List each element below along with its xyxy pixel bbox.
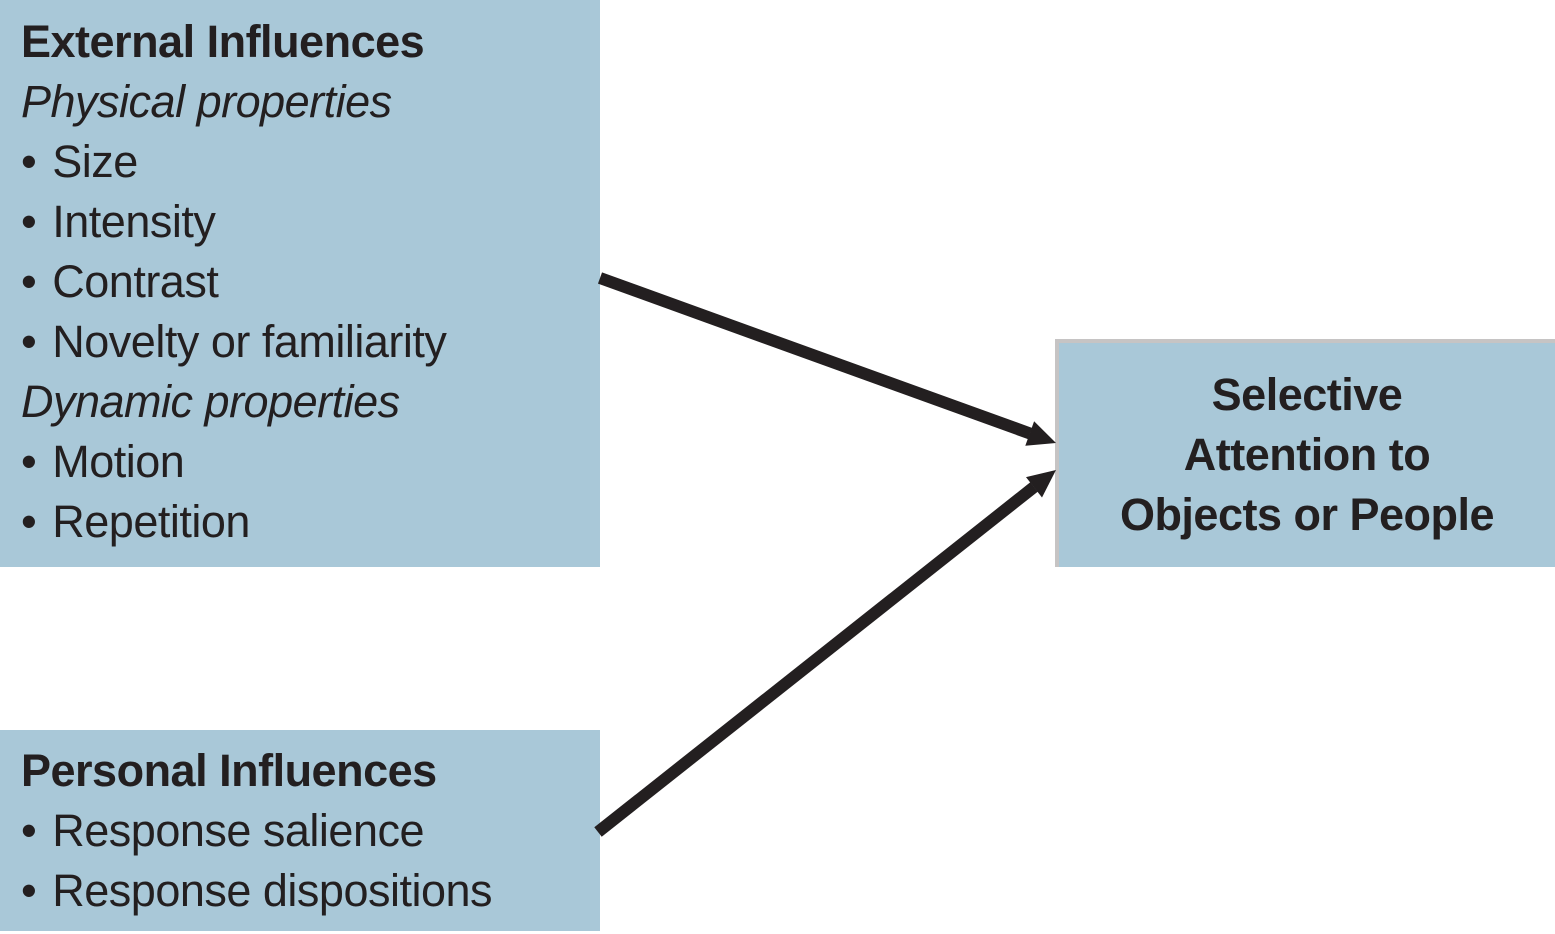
list-item-label: Size xyxy=(52,136,138,187)
selective-attention-line: Attention to xyxy=(1183,429,1431,480)
list-item-label: Intensity xyxy=(52,196,216,247)
dynamic-properties-subtitle: Dynamic properties xyxy=(21,376,400,427)
list-item: • Response dispositions xyxy=(21,861,586,921)
bullet-icon: • xyxy=(21,136,37,187)
personal-influences-title: Personal Influences xyxy=(21,745,437,796)
list-item-label: Response salience xyxy=(52,805,425,856)
personal-influences-box: Personal Influences • Response salience … xyxy=(0,730,600,931)
arrowhead-icon xyxy=(1025,421,1056,446)
external-influences-title: External Influences xyxy=(21,16,425,67)
list-item: • Contrast xyxy=(21,252,586,312)
selective-attention-line: Selective xyxy=(1211,369,1403,420)
list-item: • Intensity xyxy=(21,192,586,252)
list-item-label: Novelty or familiarity xyxy=(52,316,447,367)
bullet-icon: • xyxy=(21,436,37,487)
list-item-label: Repetition xyxy=(52,496,250,547)
selective-attention-box: Selective Attention to Objects or People xyxy=(1055,339,1555,567)
list-item: • Motion xyxy=(21,432,586,492)
bullet-icon: • xyxy=(21,196,37,247)
arrow-personal-to-selective xyxy=(594,470,1056,837)
selective-attention-line: Objects or People xyxy=(1119,489,1495,540)
list-item: • Size xyxy=(21,132,586,192)
list-item: • Novelty or familiarity xyxy=(21,312,586,372)
arrowhead-icon xyxy=(1026,470,1056,498)
list-item: • Response salience xyxy=(21,801,586,861)
bullet-icon: • xyxy=(21,316,37,367)
bullet-icon: • xyxy=(21,496,37,547)
list-item: • Repetition xyxy=(21,492,586,552)
list-item-label: Response dispositions xyxy=(52,865,493,916)
list-item-label: Motion xyxy=(52,436,185,487)
bullet-icon: • xyxy=(21,256,37,307)
external-influences-box: External Influences Physical properties … xyxy=(0,0,600,567)
arrow-external-to-selective xyxy=(597,272,1056,446)
list-item-label: Contrast xyxy=(52,256,219,307)
bullet-icon: • xyxy=(21,865,37,916)
physical-properties-subtitle: Physical properties xyxy=(21,76,392,127)
bullet-icon: • xyxy=(21,805,37,856)
